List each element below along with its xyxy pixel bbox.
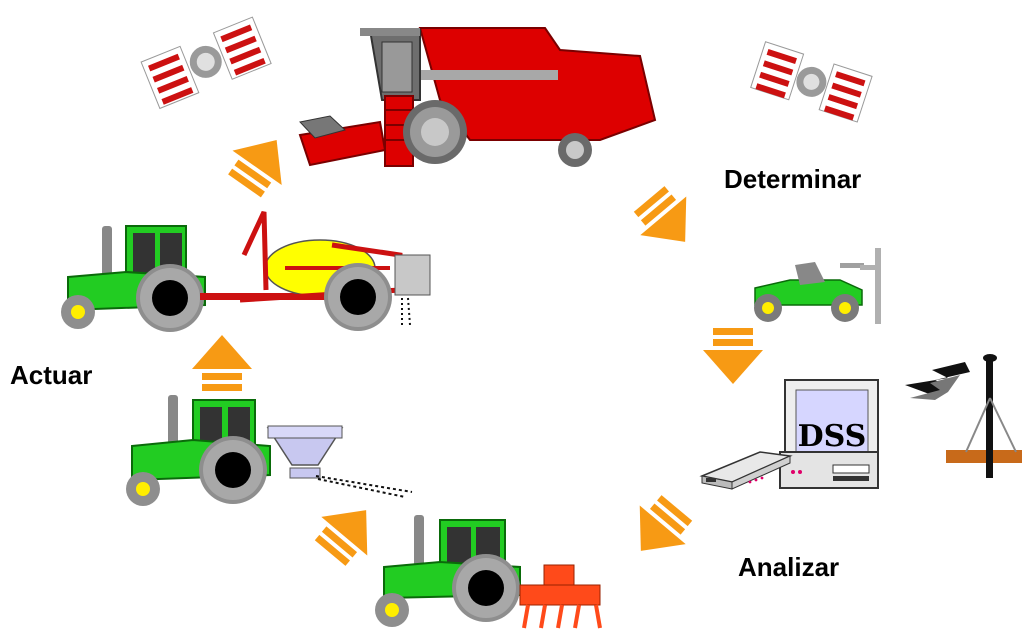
dss-computer-icon: DSS [702,380,878,489]
cycle-arrow-4 [618,489,700,570]
label-determinar: Determinar [724,164,861,195]
label-actuar: Actuar [10,360,92,391]
cycle-arrow-6 [192,335,252,391]
lightning-signal-icon [905,362,970,400]
label-analizar: Analizar [738,552,839,583]
satellite-icon [751,42,872,122]
sprayer-tractor-icon [61,212,430,332]
cycle-arrow-1 [220,123,301,203]
cycle-arrow-3 [703,328,763,384]
spreader-tractor-icon [126,395,412,506]
combine-harvester-icon [300,28,655,167]
seeding-tractor-icon [375,515,600,628]
cycle-arrow-2 [626,180,708,261]
satellite-icon [141,17,271,108]
small-tractor-sampler-icon [754,248,881,324]
cycle-arrow-5 [307,491,389,572]
dss-label: DSS [798,419,867,454]
